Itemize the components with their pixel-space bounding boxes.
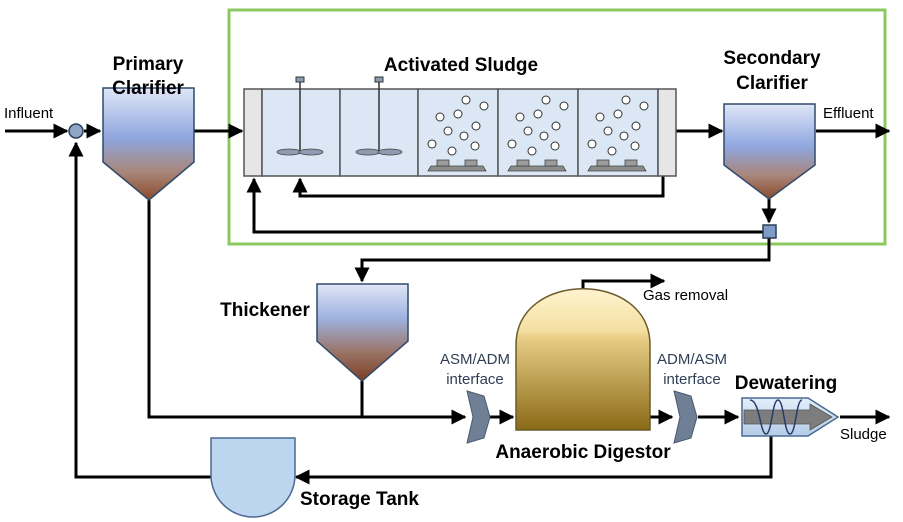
primary-sludge-pipe bbox=[147, 200, 467, 425]
dewatering-label: Dewatering bbox=[735, 373, 837, 394]
primary-clarifier-label: Clarifier bbox=[112, 78, 184, 99]
anaerobic-digestor bbox=[515, 288, 651, 431]
asm-adm-interface-label: ASM/ADM bbox=[440, 351, 510, 368]
adm-asm-interface-label: interface bbox=[663, 371, 721, 388]
air-bubble-icon bbox=[507, 95, 569, 156]
activated-sludge-reactor bbox=[243, 76, 677, 177]
storage-tank-label: Storage Tank bbox=[300, 489, 419, 510]
reactor-outlet-wall bbox=[657, 88, 677, 177]
air-diffuser-icon bbox=[587, 159, 647, 172]
dewatering-unit bbox=[741, 397, 840, 437]
screw-icon bbox=[749, 399, 803, 435]
adm-asm-interface bbox=[673, 390, 698, 444]
waste-sludge-pipe bbox=[354, 238, 771, 283]
mixer-icon bbox=[276, 76, 324, 156]
filtrate-pipe bbox=[294, 432, 773, 485]
adm-asm-interface-label: ADM/ASM bbox=[657, 351, 727, 368]
secondary-clarifier bbox=[723, 103, 816, 200]
air-bubble-icon bbox=[427, 95, 489, 156]
gas-removal-label: Gas removal bbox=[643, 287, 728, 304]
asm-adm-interface bbox=[466, 390, 491, 444]
effluent-label: Effluent bbox=[823, 105, 874, 122]
storage-return-pipe bbox=[68, 141, 211, 479]
air-diffuser-icon bbox=[427, 159, 487, 172]
air-bubble-icon bbox=[587, 95, 649, 156]
return-sludge-pipe bbox=[246, 177, 763, 234]
anaerobic-digestor-label: Anaerobic Digestor bbox=[495, 442, 671, 463]
primary-clarifier bbox=[102, 87, 195, 201]
pipes bbox=[5, 123, 891, 485]
influent-label: Influent bbox=[4, 105, 54, 122]
internal-recycle-pipe bbox=[292, 176, 665, 198]
asm-adm-interface-label: interface bbox=[446, 371, 504, 388]
reactor-zone-1 bbox=[261, 88, 341, 177]
reactor-inlet-wall bbox=[243, 88, 263, 177]
thickener bbox=[316, 283, 409, 382]
sludge-splitter-icon bbox=[762, 224, 777, 239]
mixer-icon bbox=[355, 76, 403, 156]
secondary-clarifier-label: Clarifier bbox=[736, 73, 808, 94]
sludge-label: Sludge bbox=[840, 426, 887, 443]
primary-clarifier-label: Primary bbox=[113, 54, 184, 75]
thickener-label: Thickener bbox=[220, 300, 310, 321]
secondary-clarifier-label: Secondary bbox=[723, 48, 821, 69]
air-diffuser-icon bbox=[507, 159, 567, 172]
activated-sludge-label: Activated Sludge bbox=[384, 55, 538, 76]
storage-tank bbox=[210, 437, 296, 518]
mixing-junction-icon bbox=[68, 123, 84, 139]
